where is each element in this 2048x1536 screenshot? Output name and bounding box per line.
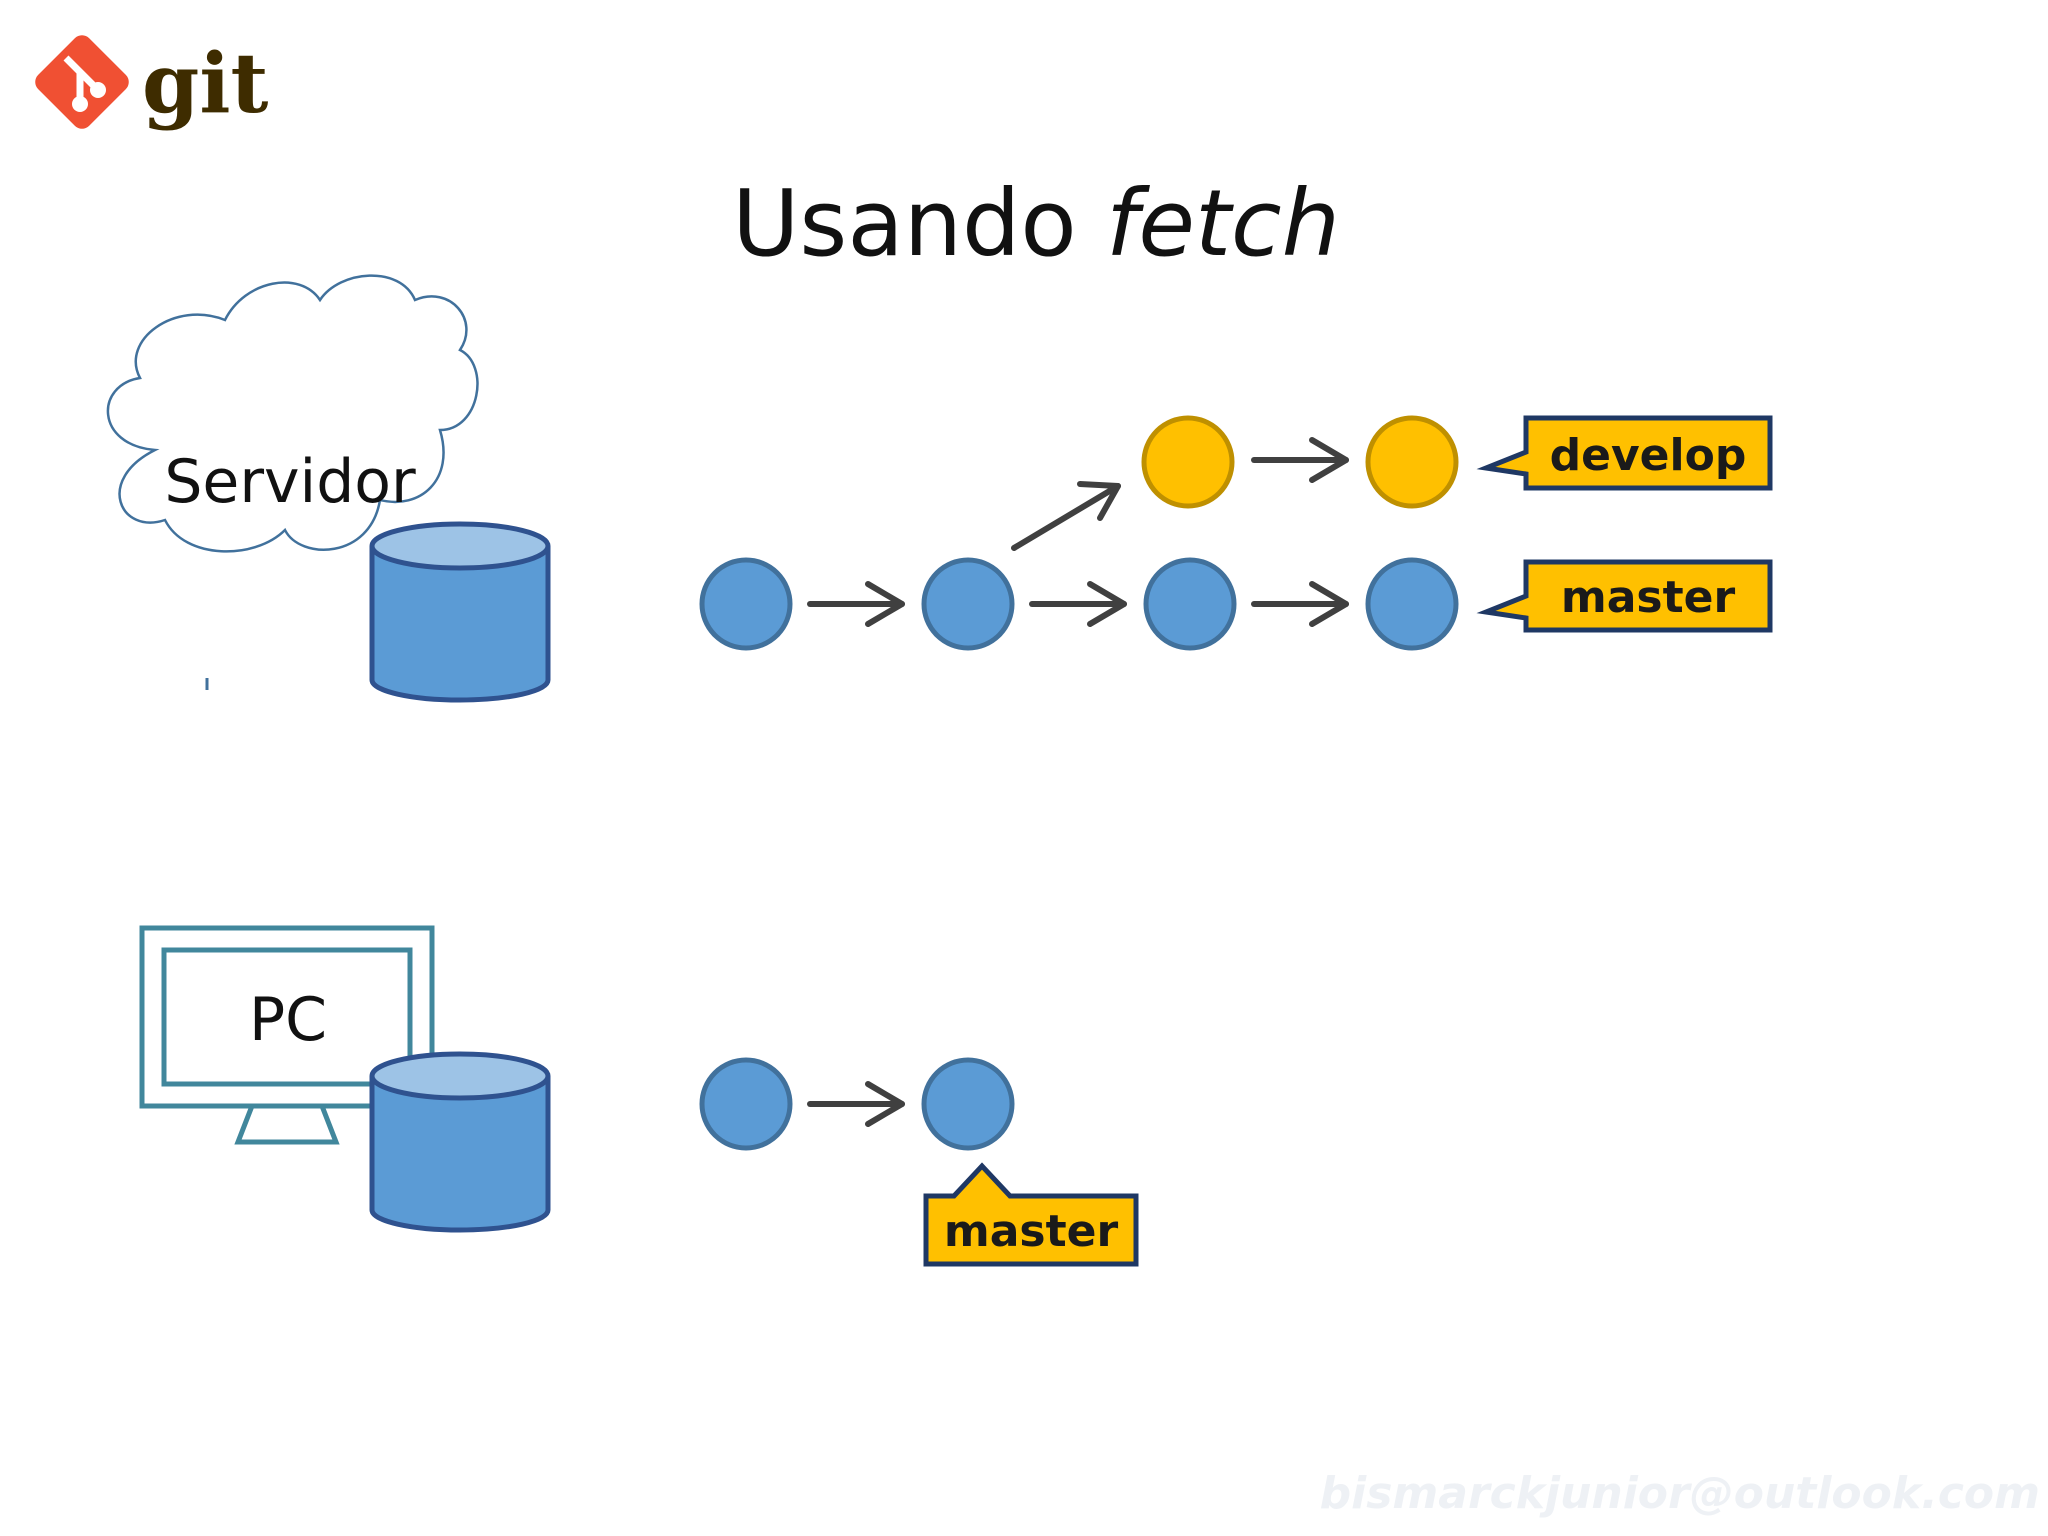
arrow-p1-p2: [807, 1081, 905, 1127]
arrow-d1-d2: [1251, 437, 1349, 483]
pc-master-tag: master: [923, 1162, 1139, 1267]
pc-master-tag-label: master: [944, 1206, 1119, 1257]
git-logo-icon: [35, 35, 129, 129]
arrow-s2-d1: [1011, 481, 1121, 551]
git-logo-text: git: [142, 36, 268, 132]
pc-commits: [699, 1057, 1015, 1151]
develop-tag-label: develop: [1550, 430, 1747, 481]
arrow-s3-s4: [1251, 581, 1349, 627]
cloud-icon: [106, 274, 479, 553]
server-commit-3: [1143, 557, 1237, 651]
pc-commit-arrows: [807, 1081, 905, 1127]
pc-label: PC: [249, 985, 327, 1055]
server-commit-arrows: [807, 437, 1349, 627]
server-commits: [699, 415, 1459, 651]
develop-commit-1: [1141, 415, 1235, 509]
watermark: bismarckjunior@outlook.com: [1320, 1468, 2040, 1519]
server-database-icon: [369, 521, 551, 703]
server-master-tag: master: [1476, 559, 1773, 633]
arrow-s2-s3: [1029, 581, 1127, 627]
pc-database-icon: [369, 1051, 551, 1233]
slide-title: Usando fetch: [732, 170, 1340, 277]
arrow-s1-s2: [807, 581, 905, 627]
pc-commit-2: [921, 1057, 1015, 1151]
title-emphasis-text: fetch: [1106, 170, 1340, 277]
server-commit-4: [1365, 557, 1459, 651]
title-main-text: Usando: [732, 170, 1106, 277]
server-commit-1: [699, 557, 793, 651]
server-master-tag-label: master: [1561, 572, 1736, 623]
pc-commit-1: [699, 1057, 793, 1151]
server-commit-2: [921, 557, 1015, 651]
develop-commit-2: [1365, 415, 1459, 509]
develop-tag: develop: [1476, 415, 1773, 491]
server-label: Servidor: [164, 447, 416, 517]
